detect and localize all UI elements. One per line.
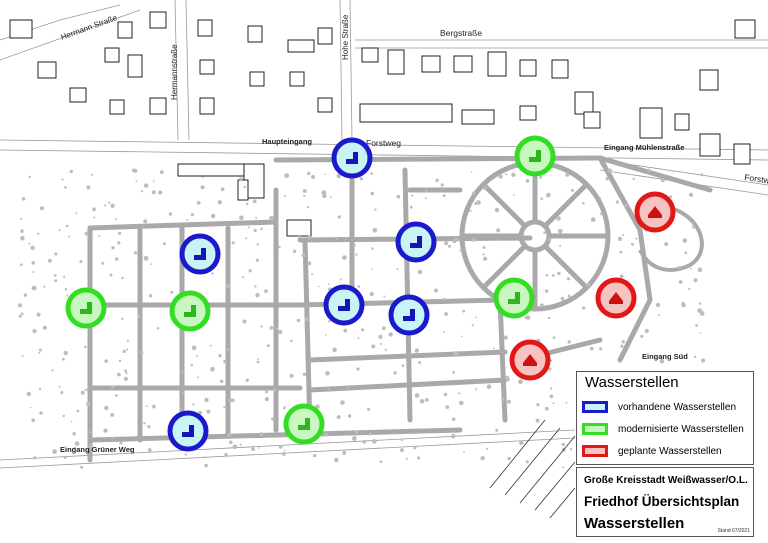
water-point-modernized xyxy=(283,403,325,445)
title-city: Große Kreisstadt Weißwasser/O.L. xyxy=(584,475,748,486)
water-tap-icon xyxy=(298,418,310,430)
south-hatch xyxy=(489,419,576,519)
water-point-existing xyxy=(167,410,209,452)
water-point-existing xyxy=(179,233,221,275)
legend: Wasserstellen vorhandene Wasserstellen m… xyxy=(576,371,754,465)
water-tap-planned-icon xyxy=(609,292,623,304)
title-subject: Wasserstellen xyxy=(584,515,685,532)
water-tap-icon xyxy=(346,152,358,164)
water-point-existing xyxy=(395,221,437,263)
water-tap-planned-icon xyxy=(648,206,662,218)
street-label-forstweg: Forstweg xyxy=(366,138,401,148)
legend-row-existing: vorhandene Wasserstellen xyxy=(582,401,752,415)
title-stand: Stand 07/2021 xyxy=(717,528,750,534)
water-tap-icon xyxy=(508,292,520,304)
street-lines xyxy=(0,0,768,469)
water-point-modernized xyxy=(65,287,107,329)
street-label-berg: Bergstraße xyxy=(440,28,482,38)
title-plan: Friedhof Übersichtsplan xyxy=(584,494,740,509)
water-tap-icon xyxy=(529,150,541,162)
legend-label-planned: geplante Wasserstellen xyxy=(618,446,722,457)
east-loop xyxy=(638,203,704,272)
water-point-modernized xyxy=(169,290,211,332)
street-label-hermannstrasse: Hermannstraße xyxy=(170,44,179,100)
legend-title: Wasserstellen xyxy=(585,374,679,391)
street-label-hohe: Hohe Straße xyxy=(341,14,350,60)
water-tap-icon xyxy=(182,425,194,437)
legend-label-modernized: modernisierte Wasserstellen xyxy=(618,424,744,435)
water-tap-icon xyxy=(184,305,196,317)
water-tap-icon xyxy=(410,236,422,248)
water-tap-planned-icon xyxy=(523,354,537,366)
legend-row-modernized: modernisierte Wasserstellen xyxy=(582,423,752,437)
water-point-markers xyxy=(65,135,676,452)
water-point-existing xyxy=(323,284,365,326)
water-point-modernized xyxy=(493,277,535,319)
water-point-planned xyxy=(595,277,637,319)
buildings xyxy=(9,11,756,237)
water-point-existing xyxy=(331,137,373,179)
legend-swatch-planned xyxy=(582,445,608,457)
water-tap-icon xyxy=(338,299,350,311)
water-point-existing xyxy=(388,294,430,336)
water-tap-icon xyxy=(403,309,415,321)
entrance-main: Haupteingang xyxy=(262,137,312,146)
water-tap-icon xyxy=(80,302,92,314)
legend-swatch-existing xyxy=(582,401,608,413)
entrance-muehlenstrasse: Eingang Mühlenstraße xyxy=(604,143,684,152)
legend-label-existing: vorhandene Wasserstellen xyxy=(618,402,737,413)
water-point-planned xyxy=(634,191,676,233)
entrance-gruener-weg: Eingang Grüner Weg xyxy=(60,445,135,454)
legend-row-planned: geplante Wasserstellen xyxy=(582,445,752,459)
water-point-planned xyxy=(509,339,551,381)
title-block: Große Kreisstadt Weißwasser/O.L. Friedho… xyxy=(576,467,754,537)
water-tap-icon xyxy=(194,248,206,260)
legend-swatch-modernized xyxy=(582,423,608,435)
entrance-south: Eingang Süd xyxy=(642,352,688,361)
water-point-modernized xyxy=(514,135,556,177)
